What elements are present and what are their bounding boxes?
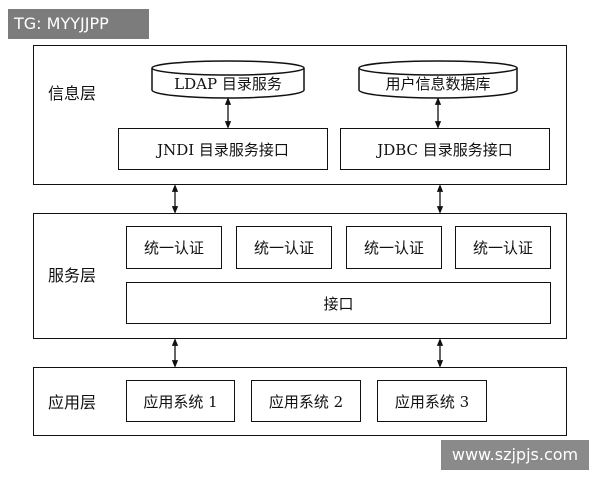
app-layer-label: 应用层	[48, 393, 97, 412]
top-watermark-tag: TG: MYYJJPP	[8, 9, 149, 39]
auth-box-2: 统一认证	[236, 226, 332, 269]
info-layer-label: 信息层	[48, 84, 97, 103]
app-system-box-2: 应用系统 2	[251, 380, 361, 422]
app-system-box-1: 应用系统 1	[126, 380, 235, 422]
user-info-database-cylinder	[358, 60, 518, 99]
auth-box-3: 统一认证	[346, 226, 442, 269]
service-layer-label: 服务层	[48, 266, 97, 285]
ldap-database-label: LDAP 目录服务	[174, 75, 282, 93]
user-info-database-label: 用户信息数据库	[385, 75, 491, 93]
app-system-box-3: 应用系统 3	[377, 380, 487, 422]
bottom-watermark-tag: www.szjpjs.com	[441, 440, 589, 470]
jdbc-interface-box: JDBC 目录服务接口	[340, 128, 550, 170]
auth-box-1: 统一认证	[126, 226, 222, 269]
auth-box-4: 统一认证	[455, 226, 551, 269]
ldap-database-cylinder	[151, 60, 305, 99]
service-interface-box: 接口	[126, 282, 551, 324]
jndi-interface-box: JNDI 目录服务接口	[118, 128, 328, 170]
